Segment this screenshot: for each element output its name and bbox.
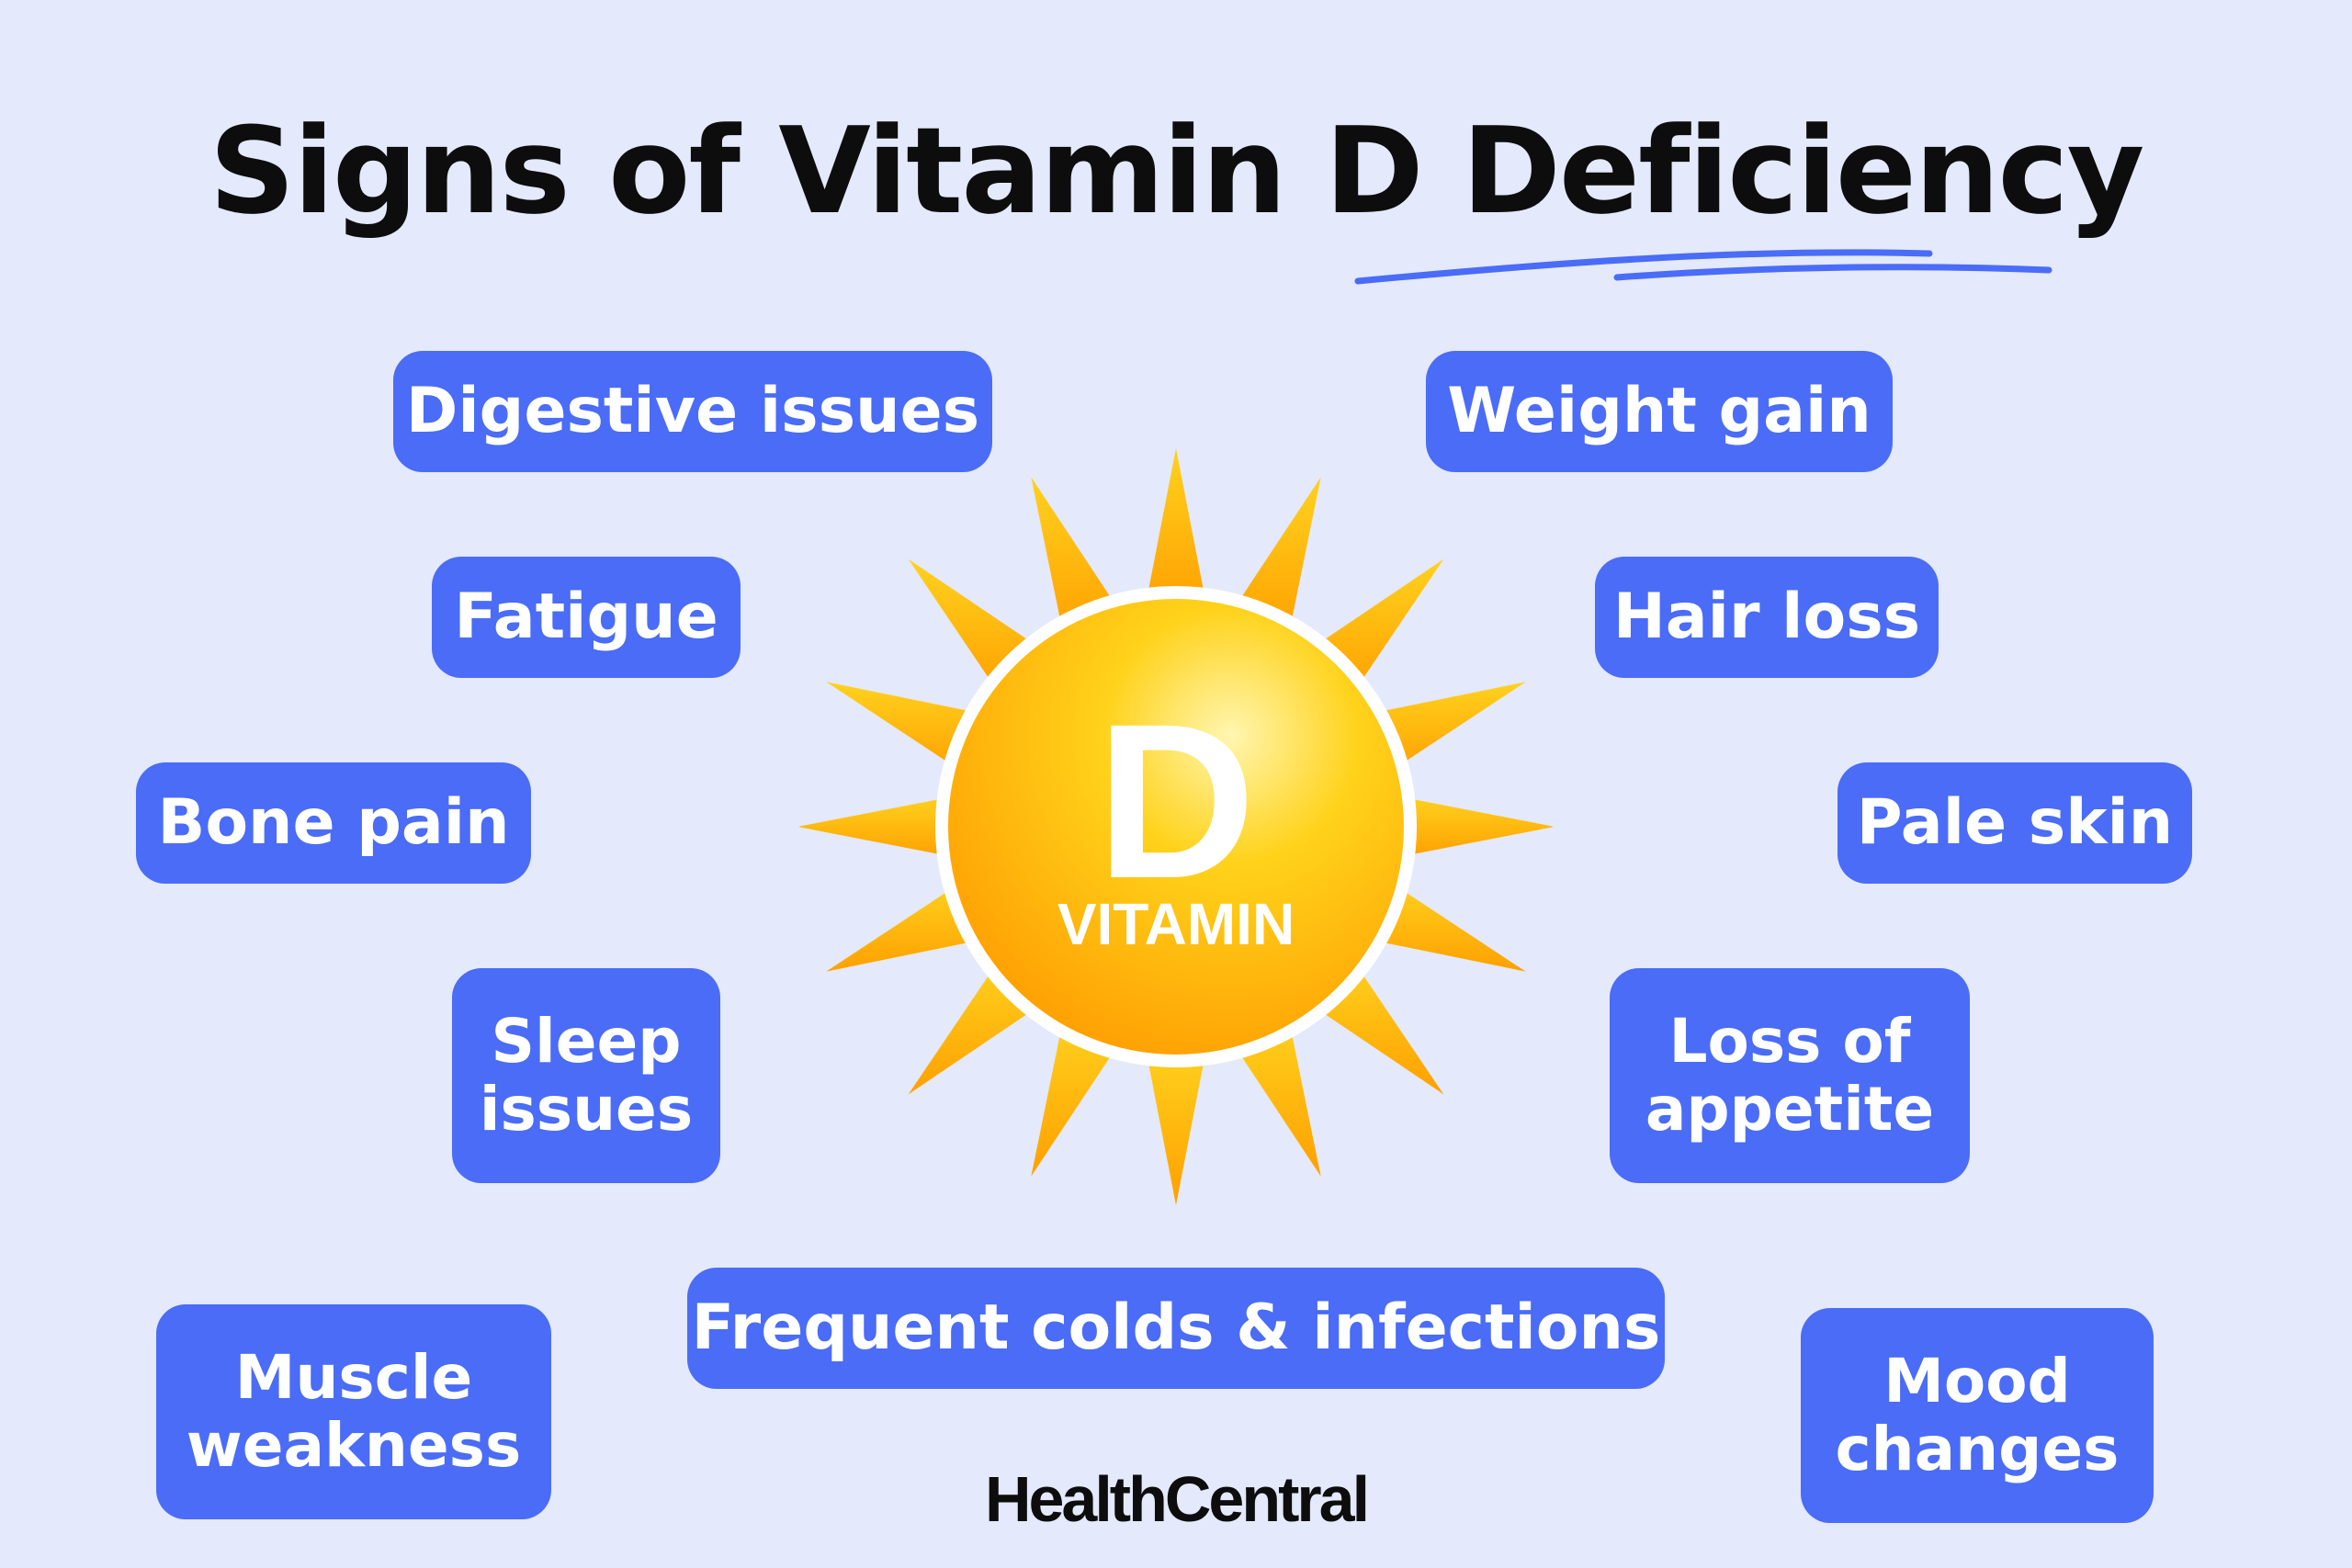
sun-ray (1365, 881, 1526, 972)
vitamin-label: VITAMIN (1057, 891, 1295, 957)
sign-bone-pain: Bone pain (136, 762, 531, 884)
sun-rays (799, 448, 1553, 1205)
sign-muscle-weakness: Muscle weakness (156, 1304, 551, 1519)
sun-ray (799, 795, 958, 858)
sign-digestive-issues: Digestive issues (393, 351, 992, 472)
sign-mood-changes: Mood changes (1801, 1308, 2154, 1523)
healthcentral-logo: HealthCentral (984, 1463, 1370, 1535)
sun-ray (1230, 1016, 1321, 1177)
page-title: Signs of Vitamin D Deficiency (209, 101, 2145, 241)
sign-frequent-colds-infections: Frequent colds & infections (687, 1268, 1665, 1389)
sun-ray (1145, 448, 1207, 609)
sign-sleep-issues: Sleep issues (452, 968, 720, 1183)
sign-weight-gain: Weight gain (1426, 351, 1893, 472)
sun-ray (826, 682, 987, 773)
sign-fatigue: Fatigue (432, 557, 741, 678)
sun-ray (1230, 477, 1321, 637)
sun-ray (1365, 682, 1526, 773)
sign-pale-skin: Pale skin (1838, 762, 2192, 884)
sun-core (948, 599, 1404, 1055)
sun-ray (1031, 477, 1122, 637)
sun-ray (1145, 1044, 1207, 1205)
sun-ray (1031, 1016, 1122, 1177)
sun-ray (826, 881, 987, 972)
sign-loss-of-appetite: Loss of appetite (1610, 968, 1970, 1183)
vitamin-letter: D (1096, 678, 1255, 924)
sign-hair-loss: Hair loss (1595, 557, 1939, 678)
sun-ray (1394, 795, 1553, 858)
title-underline (1354, 249, 2052, 285)
vitamin-d-sun-icon: D VITAMIN (799, 448, 1553, 1205)
